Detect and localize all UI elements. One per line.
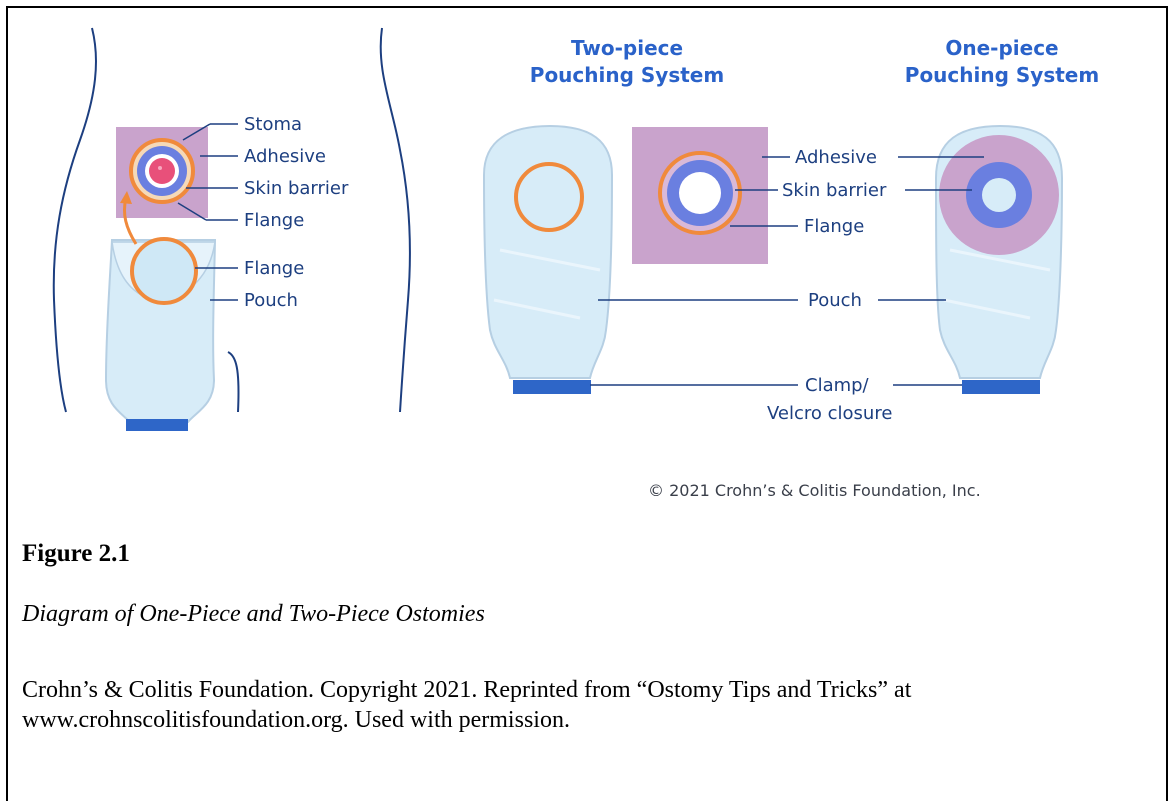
label-adhesive-left: Adhesive bbox=[244, 146, 326, 167]
left-appliance-on-body bbox=[116, 127, 208, 218]
header-two-piece-line2: Pouching System bbox=[530, 63, 724, 87]
label-adhesive-center: Adhesive bbox=[795, 147, 877, 168]
label-pouch-center: Pouch bbox=[808, 290, 862, 311]
left-flange-lower bbox=[132, 239, 196, 303]
label-skin-barrier-center: Skin barrier bbox=[782, 180, 887, 201]
label-flange-center: Flange bbox=[804, 216, 864, 237]
left-stoma bbox=[149, 158, 175, 184]
ostomy-diagram: Stoma Adhesive Skin barrier Flange Flang… bbox=[0, 0, 1170, 530]
label-velcro-closure: Velcro closure bbox=[767, 403, 892, 424]
header-two-piece-line1: Two-piece bbox=[571, 36, 683, 60]
figure-title: Diagram of One-Piece and Two-Piece Ostom… bbox=[22, 601, 485, 628]
diagram-copyright: © 2021 Crohn’s & Colitis Foundation, Inc… bbox=[648, 481, 981, 500]
label-flange-lower: Flange bbox=[244, 258, 304, 279]
figure-credit: Crohn’s & Colitis Foundation. Copyright … bbox=[22, 675, 1142, 735]
two-piece-clamp bbox=[513, 380, 591, 394]
one-piece-pouch bbox=[936, 126, 1062, 394]
label-skin-barrier-left: Skin barrier bbox=[244, 178, 349, 199]
figure-number: Figure 2.1 bbox=[22, 540, 130, 568]
two-piece-wafer bbox=[632, 127, 768, 264]
two-piece-pouch bbox=[484, 126, 612, 394]
two-piece-pouch-flange bbox=[516, 164, 582, 230]
left-clamp bbox=[126, 419, 188, 431]
one-piece-clamp bbox=[962, 380, 1040, 394]
header-one-piece-line2: Pouching System bbox=[905, 63, 1099, 87]
header-one-piece-line1: One-piece bbox=[945, 36, 1058, 60]
label-clamp: Clamp/ bbox=[805, 375, 870, 396]
label-pouch-left: Pouch bbox=[244, 290, 298, 311]
left-pouch bbox=[106, 191, 215, 431]
label-stoma: Stoma bbox=[244, 114, 302, 135]
label-flange-upper: Flange bbox=[244, 210, 304, 231]
